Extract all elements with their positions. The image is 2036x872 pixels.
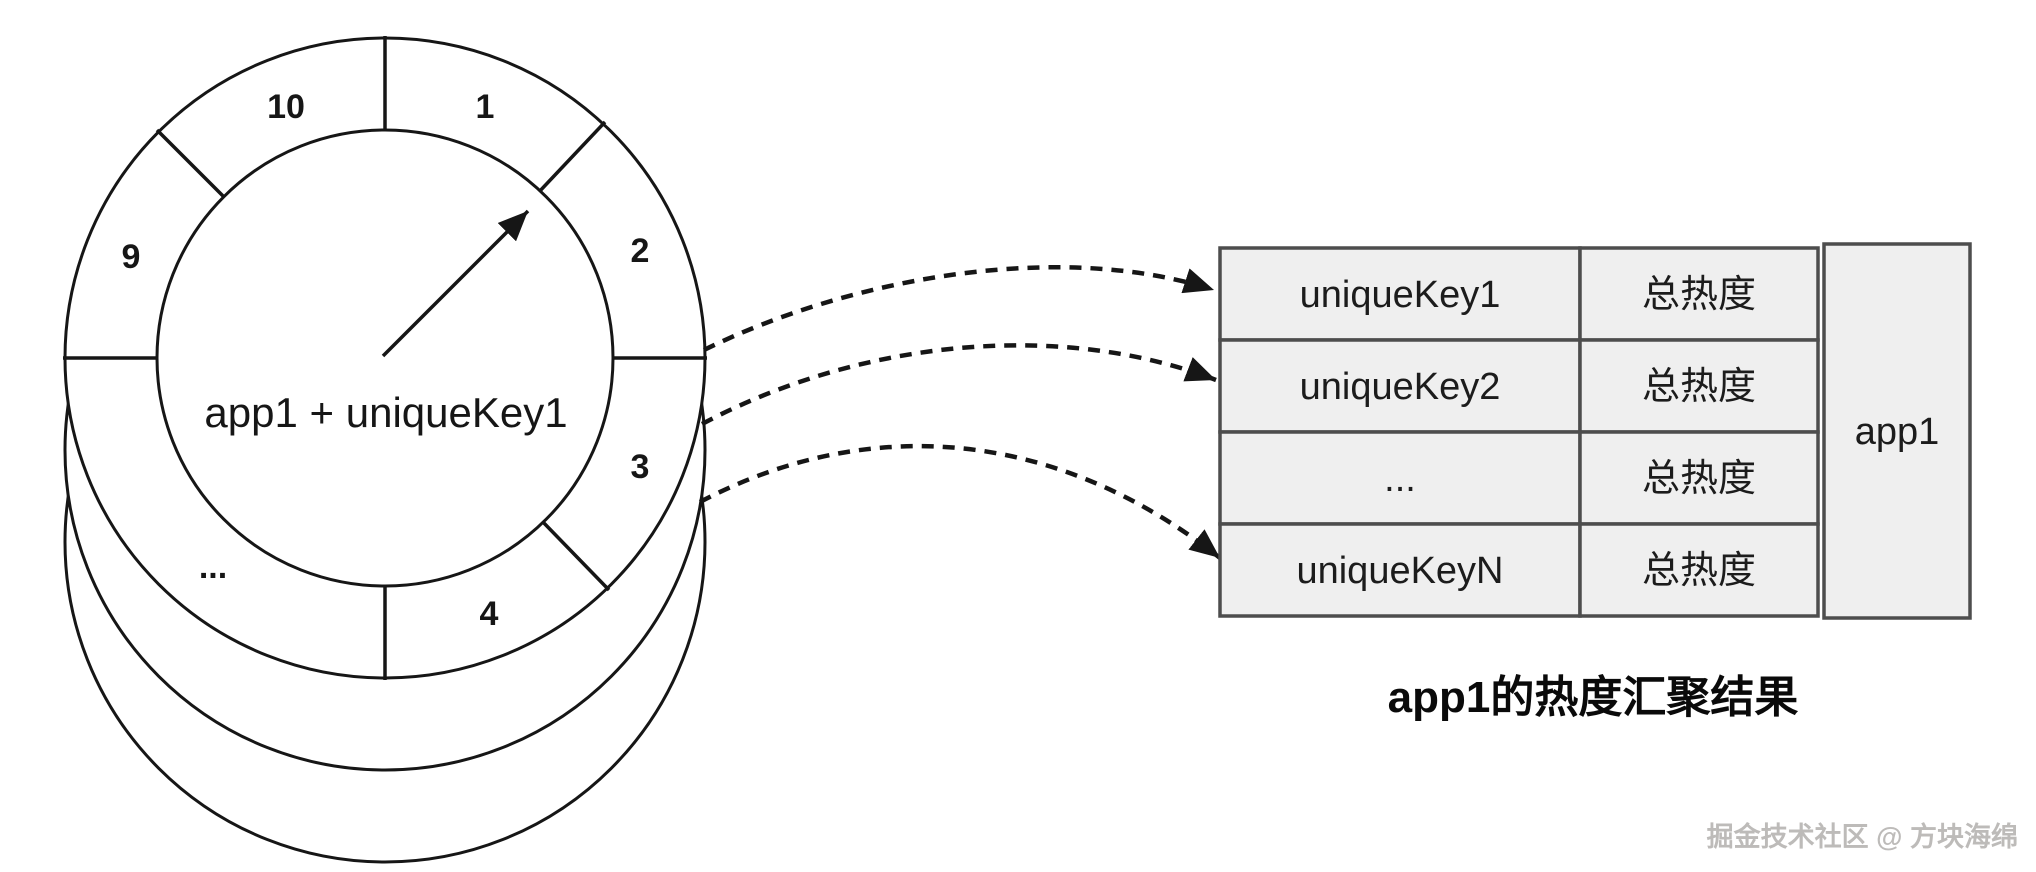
table-cell-key-text: uniqueKey2	[1300, 366, 1501, 408]
table-cell-key-text: uniqueKeyN	[1296, 550, 1503, 592]
wheel-slot-label: 2	[631, 232, 650, 270]
wheel-slot-divider	[539, 518, 611, 592]
table-cell-value-text: 总热度	[1642, 458, 1756, 500]
table-cell-value-3	[1578, 430, 1820, 526]
wheel-slot-label: 3	[631, 448, 650, 486]
table-group-cell	[1822, 242, 1972, 620]
table-cell-value-text: 总热度	[1642, 366, 1756, 408]
table-cell-key-2	[1218, 338, 1582, 434]
table-cell-key-text: uniqueKey1	[1300, 274, 1501, 316]
table-cell-key-1	[1218, 246, 1582, 342]
table-caption: app1的热度汇聚结果	[1388, 673, 1799, 722]
table-group-label: app1	[1855, 411, 1940, 453]
table-cell-value-1	[1578, 246, 1820, 342]
table-cell-value-text: 总热度	[1642, 274, 1756, 316]
table-cell-key-4	[1218, 522, 1582, 618]
wheel-slot-label: 10	[267, 88, 305, 126]
result-table: uniqueKey1 总热度 uniqueKey2 总热度 ... 总热度 un…	[1218, 242, 1972, 620]
table-cell-value-2	[1578, 338, 1820, 434]
dashed-flow-arrow-1	[703, 265, 1215, 353]
watermark-shadow: 掘金技术社区 @ 方块海绵	[1709, 823, 2020, 854]
wheel-slot-label-ellipsis: ...	[199, 548, 227, 586]
wheel-slot-divider	[536, 120, 607, 195]
wheel-slot-dividers	[63, 36, 707, 680]
wheel-slot-label: 9	[122, 238, 141, 276]
table-cell-value-text: 总热度	[1642, 550, 1756, 592]
dashed-flow-arrow-3	[698, 443, 1222, 560]
table-cell-value-4	[1578, 522, 1820, 618]
watermark: 掘金技术社区 @ 方块海绵	[1707, 821, 2018, 852]
wheel-inner-circle	[155, 128, 615, 588]
wheel-center-label: app1 + uniqueKey1	[204, 389, 567, 436]
wheel-slot-label: 4	[480, 595, 499, 633]
wheel-pointer-arrow	[381, 209, 530, 358]
table-cell-key-text: ...	[1384, 458, 1416, 500]
dashed-flow-arrows	[698, 265, 1222, 560]
dashed-flow-arrow-2	[700, 343, 1217, 426]
wheel-slot-divider	[155, 128, 228, 201]
wheel-slot-label: 1	[476, 88, 495, 126]
